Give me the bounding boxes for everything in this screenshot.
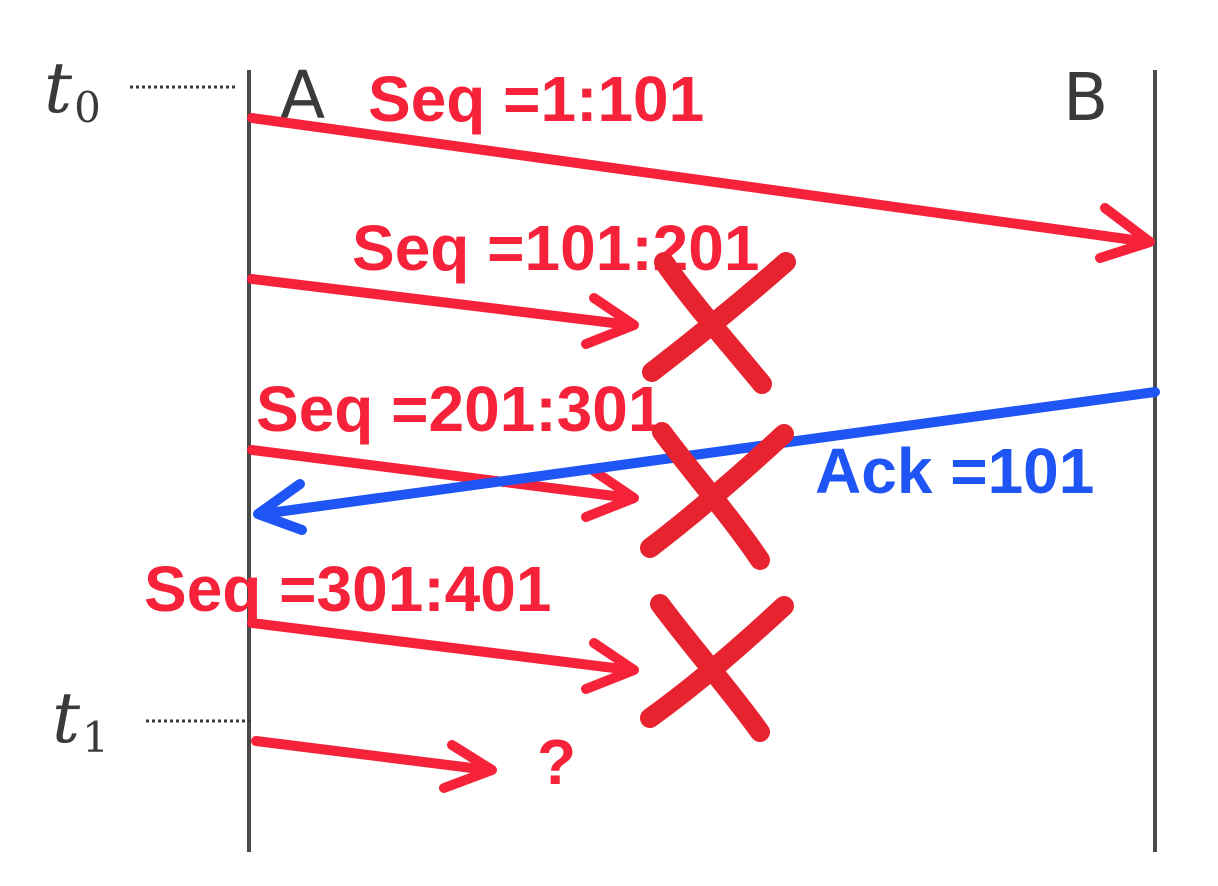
drop-mark-icon [640, 422, 794, 570]
drop-mark-icon [640, 594, 794, 742]
segment-2-arrowhead [581, 293, 639, 349]
segment-1-arrow [247, 113, 1153, 247]
time-marker-t1: t1 [52, 677, 252, 762]
svg-text:t1: t1 [52, 677, 109, 762]
ack-label: Ack =101 [815, 435, 1094, 507]
segment-2: Seq =101:201 [247, 212, 796, 394]
segment-3-arrow [247, 445, 635, 503]
segment-3-label: Seq =201:301 [256, 373, 663, 445]
svg-text:t0: t0 [44, 47, 101, 132]
segment-1-arrowhead [1095, 203, 1155, 263]
ack-message: Ack =101 [253, 387, 1160, 535]
segment-4-arrow [247, 618, 635, 675]
segment-2-label: Seq =101:201 [352, 212, 759, 284]
node-b-label: B [1063, 59, 1108, 136]
ack-arrowhead [253, 479, 307, 535]
segment-4-arrowhead [581, 638, 639, 694]
segment-4-label: Seq =301:401 [144, 553, 551, 625]
pending-segment: ? [251, 726, 576, 798]
segment-1-label: Seq =1:101 [368, 63, 704, 135]
pending-arrowhead [439, 740, 497, 793]
segment-3: Seq =201:301 [247, 373, 663, 522]
segment-1: Seq =1:101 [247, 63, 1155, 263]
pending-arrow [251, 736, 493, 775]
segment-3-arrowhead [581, 466, 639, 522]
drop-mark-icon [642, 252, 796, 394]
time-marker-t0: t0 [44, 47, 236, 132]
segment-2-arrow [247, 274, 635, 330]
pending-label: ? [537, 726, 576, 798]
segment-4: Seq =301:401 [144, 553, 794, 742]
ack-arrow [257, 387, 1160, 519]
